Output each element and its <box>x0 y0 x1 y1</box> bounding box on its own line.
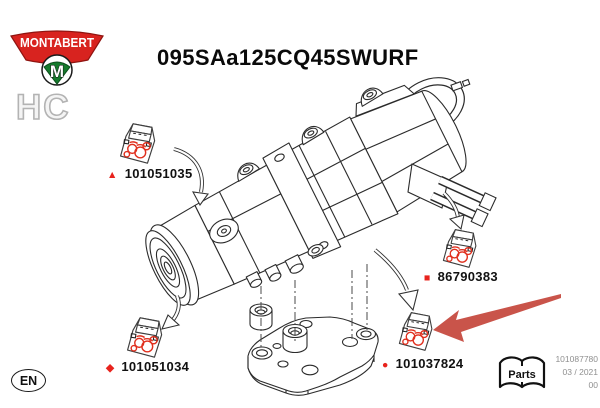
stamp-doc-number: 101087780 <box>555 354 598 364</box>
language-code: EN <box>19 373 38 388</box>
parts-book-stamp: Parts <box>494 351 550 400</box>
logo-banner-shape <box>10 30 104 65</box>
part-label-86790383: ■ 86790383 <box>424 269 498 284</box>
book-label: Parts <box>508 369 536 381</box>
diamond-marker-icon: ◆ <box>106 362 115 374</box>
montabert-logo-graphic: MONTABERT M <box>10 30 104 86</box>
stamp-meta: 101087780 03 / 2021 00 <box>543 353 598 392</box>
seal-kit-icon-101051034 <box>126 317 163 358</box>
highlight-arrow <box>433 294 561 342</box>
drifter-body <box>145 84 467 306</box>
part-label-101051035: ▲ 101051035 <box>107 166 192 181</box>
callout-arrow-86790383 <box>442 191 465 231</box>
triangle-marker-icon: ▲ <box>107 169 118 181</box>
part-number: 101037824 <box>395 356 464 371</box>
seal-kit-icon-86790383 <box>442 229 477 268</box>
callout-arrow-101051034 <box>161 295 181 330</box>
callout-arrow-101037824 <box>373 248 419 312</box>
square-marker-icon: ■ <box>424 272 431 284</box>
logo-wordmark: MONTABERT <box>20 36 94 50</box>
circle-marker-icon: ● <box>382 359 389 371</box>
language-badge: EN <box>11 369 46 392</box>
flange-plate <box>247 316 379 396</box>
stamp-revision: 00 <box>588 380 598 390</box>
part-label-101051034: ◆ 101051034 <box>106 359 189 374</box>
seal-kit-icon-101037824 <box>398 312 433 351</box>
part-label-101037824: ● 101037824 <box>382 356 463 371</box>
part-number: 101051034 <box>121 359 190 374</box>
callout-arrow-101051035 <box>173 147 209 207</box>
page-title: 095SAa125CQ45SWURF <box>157 45 419 70</box>
part-number: 86790383 <box>437 269 498 284</box>
seal-kit-icon-101051035 <box>119 123 156 164</box>
center-lines <box>260 264 368 348</box>
book-icon: Parts <box>498 356 546 389</box>
stamp-date: 03 / 2021 <box>562 367 598 377</box>
logo-green-wedge <box>43 61 71 85</box>
logo-m-letter: M <box>50 62 64 81</box>
model-code: HC <box>15 87 71 128</box>
front-boss <box>209 218 239 244</box>
part-number: 101051035 <box>124 166 193 181</box>
montabert-logo: MONTABERT M <box>8 24 108 96</box>
